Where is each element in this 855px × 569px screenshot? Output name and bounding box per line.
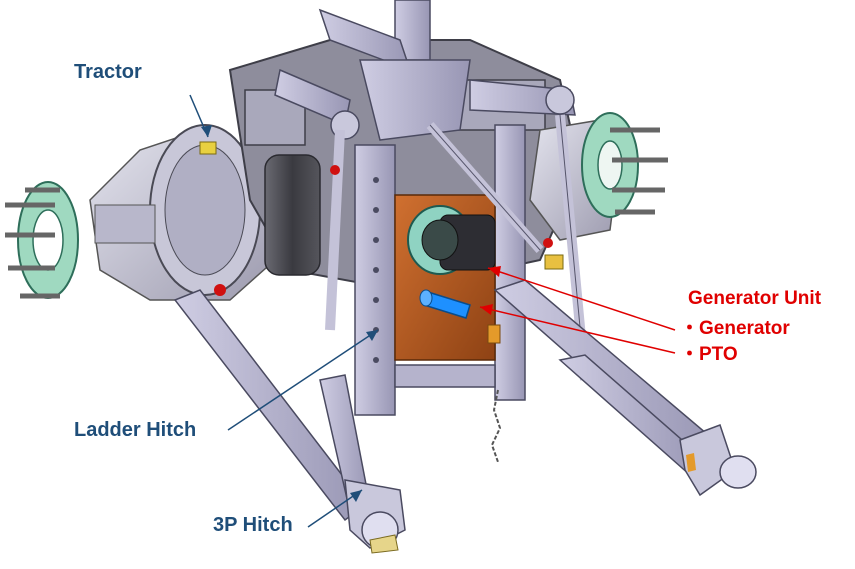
- safety-chain: [490, 389, 502, 463]
- label-generator-unit: Generator Unit: [688, 288, 822, 309]
- red-marker-top: [330, 165, 340, 175]
- ladder-hitch-frame: [354, 124, 526, 416]
- pto-shaft: [419, 289, 471, 319]
- yellow-tag-right: [544, 254, 564, 270]
- bracket-orange: [487, 324, 501, 344]
- label-ladder-hitch: Ladder Hitch: [74, 419, 197, 441]
- lower-link-left: [173, 289, 406, 554]
- label-generator: ・Generator: [680, 318, 790, 339]
- red-marker-right: [543, 238, 553, 248]
- leader-lines: [189, 94, 676, 528]
- wheel-hub-right: [581, 112, 668, 218]
- axle-housing-left: [89, 124, 276, 301]
- top-link-mast: [318, 0, 471, 141]
- lower-link-right: [493, 279, 757, 497]
- yellow-tag-left: [199, 141, 217, 155]
- label-3p-hitch: 3P Hitch: [213, 514, 293, 536]
- red-marker-left: [214, 284, 226, 296]
- lift-arms: [274, 68, 576, 140]
- wheel-hub-left: [5, 181, 79, 299]
- label-pto: ・PTO: [680, 344, 738, 365]
- generator: [407, 205, 496, 275]
- label-tractor: Tractor: [74, 61, 142, 83]
